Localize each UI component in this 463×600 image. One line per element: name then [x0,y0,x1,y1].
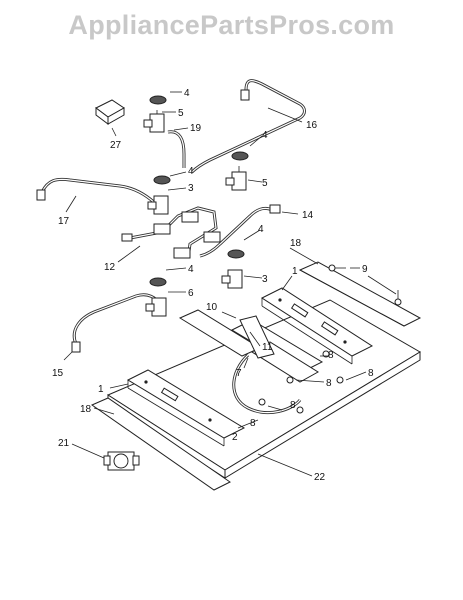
callout-18: 18 [290,238,302,249]
callout-1: 1 [98,384,104,395]
valve-6 [145,277,167,317]
gas-tube-15 [71,293,162,353]
callout-labels: 27 4 5 19 16 4 5 4 3 17 14 4 12 18 3 4 1… [52,88,374,483]
valve-5-top [143,95,167,133]
callout-8: 8 [290,400,296,411]
callout-4: 4 [184,88,190,99]
callout-22: 22 [314,472,326,483]
callout-8: 8 [326,378,332,389]
watermark: AppliancePartsPros.com [68,10,395,40]
callout-6: 6 [188,288,194,299]
callout-19: 19 [190,123,202,134]
callout-1: 1 [292,266,298,277]
leader-lines [63,91,397,477]
callout-11: 11 [262,342,273,353]
callout-4: 4 [188,166,194,177]
callout-16: 16 [306,120,318,131]
ignition-module-27 [95,99,125,125]
callout-27: 27 [110,140,122,151]
burner-rail-1-front [126,369,246,447]
callout-4: 4 [262,130,268,141]
valve-3-upper [147,175,171,215]
callout-8: 8 [250,418,256,429]
gas-tube-17 [36,177,160,208]
callout-2: 2 [232,432,238,443]
gas-tube-16 [190,79,306,174]
callout-3: 3 [188,183,194,194]
callout-12: 12 [104,262,116,273]
callout-10: 10 [206,302,218,313]
callout-14: 14 [302,210,314,221]
valve-3-lower [221,249,245,289]
screws-8-9 [258,264,402,414]
valve-bracket-10 [178,309,275,359]
callout-15: 15 [52,368,64,379]
callout-8: 8 [368,368,374,379]
callout-4: 4 [188,264,194,275]
callout-5: 5 [178,108,184,119]
callout-7: 7 [236,368,242,379]
valve-5-right [225,151,249,191]
callout-9: 9 [362,264,368,275]
callout-17: 17 [58,216,70,227]
burner-rail-1-rear [260,287,374,365]
callout-5: 5 [262,178,268,189]
regulator-21 [103,451,140,471]
callout-18: 18 [80,404,92,415]
side-bracket-18-rear [298,261,422,327]
gas-tube-19 [167,130,186,168]
callout-3: 3 [262,274,268,285]
side-bracket-18-front [90,397,231,491]
simmer-burner-7 [232,353,302,414]
callout-21: 21 [58,438,70,449]
callout-4: 4 [258,224,264,235]
gas-tube-14 [199,204,281,258]
callout-8: 8 [328,350,334,361]
ignitor-harness-12 [121,206,221,259]
